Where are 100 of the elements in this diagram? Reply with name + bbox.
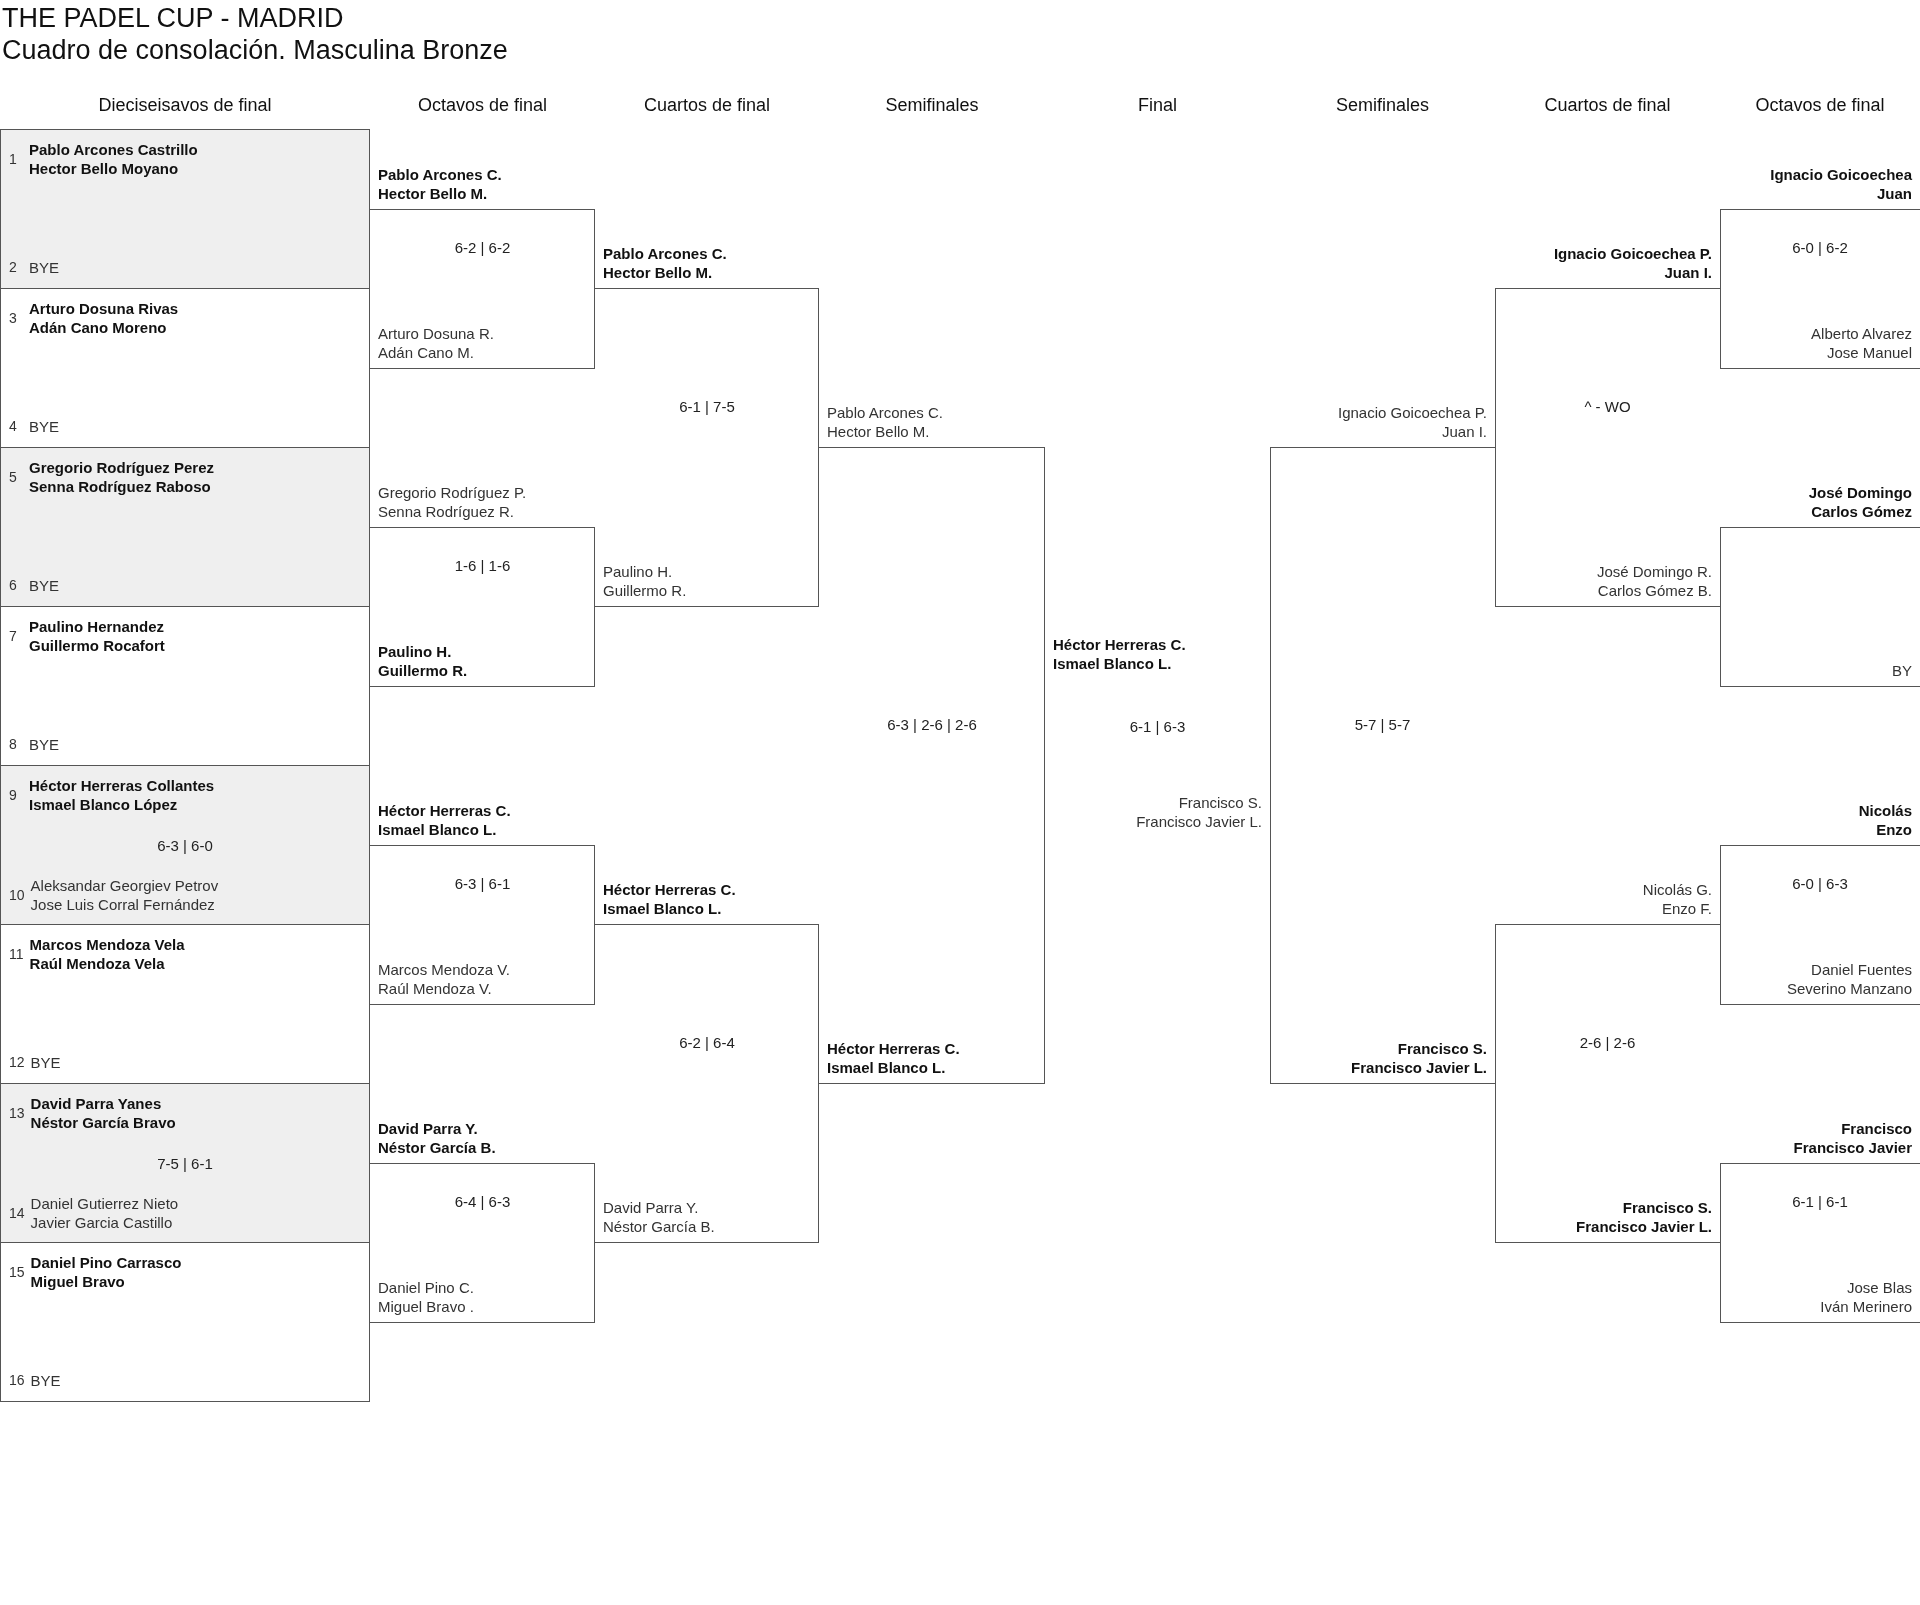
player-name: Adán Cano Moreno xyxy=(29,318,168,337)
player-name: Pablo Arcones C. xyxy=(603,244,727,263)
player-name: Paulino Hernandez xyxy=(29,617,165,636)
match-score: 6-1 | 6-3 xyxy=(1129,717,1186,736)
seed-number: 7 xyxy=(9,626,18,646)
title: THE PADEL CUP - MADRID xyxy=(2,2,344,34)
player-name: Juan I. xyxy=(1664,263,1712,282)
player-name: Aleksandar Georgiev Petrov xyxy=(30,876,219,895)
player-name: José Domingo xyxy=(1808,482,1912,502)
player-name: BYE xyxy=(29,576,59,595)
player-name: Héctor Herreras C. xyxy=(827,1039,960,1058)
column-header: Octavos de final xyxy=(417,94,548,116)
seed-number: 16 xyxy=(9,1371,25,1390)
match-score: 5-7 | 5-7 xyxy=(1354,715,1411,734)
player-name: Enzo F. xyxy=(1661,899,1712,918)
player-name: Jose Blas xyxy=(1846,1277,1912,1297)
player-name: Daniel Gutierrez Nieto xyxy=(30,1194,179,1213)
player-name: Paulino H. xyxy=(378,641,452,661)
seed-number: 9 xyxy=(9,785,18,805)
player-name: BY xyxy=(1892,660,1912,680)
player-name: David Parra Y. xyxy=(603,1198,699,1217)
column-header: Cuartos de final xyxy=(643,94,771,116)
match-score: 7-5 | 6-1 xyxy=(157,1153,213,1173)
player-name: BYE xyxy=(30,1053,61,1072)
player-name: BYE xyxy=(29,417,59,436)
match-score: 6-1 | 6-1 xyxy=(1792,1192,1848,1211)
seed-number: 4 xyxy=(9,417,18,436)
player-name: Ignacio Goicoechea P. xyxy=(1553,244,1712,263)
player-name: Marcos Mendoza V. xyxy=(378,959,510,979)
match-score: 6-2 | 6-4 xyxy=(679,1033,735,1052)
seed-number: 3 xyxy=(9,308,18,328)
player-name: Iván Merinero xyxy=(1820,1296,1912,1316)
player-name: Pablo Arcones C. xyxy=(378,164,502,184)
player-name: Juan xyxy=(1877,183,1912,203)
seed-number: 5 xyxy=(9,467,18,487)
player-name: David Parra Y. xyxy=(378,1118,478,1138)
draw-entry-box xyxy=(0,447,370,607)
player-name: Daniel Pino Carrasco xyxy=(30,1253,182,1272)
draw-entry-box xyxy=(0,606,370,766)
draw-entry-box xyxy=(0,129,370,289)
player-name: Guillermo R. xyxy=(603,581,687,600)
player-name: Raúl Mendoza V. xyxy=(378,978,492,998)
player-name: Marcos Mendoza Vela xyxy=(29,935,185,954)
player-name: Ismael Blanco L. xyxy=(378,819,497,839)
match-score: 6-2 | 6-2 xyxy=(454,238,511,257)
match-score: 6-3 | 2-6 | 2-6 xyxy=(887,715,977,734)
player-name: Ignacio Goicoechea xyxy=(1770,164,1912,184)
player-name: Gregorio Rodríguez Perez xyxy=(29,458,215,477)
player-name: Jose Luis Corral Fernández xyxy=(30,895,216,914)
column-header: Semifinales xyxy=(1335,94,1429,116)
seed-number: 12 xyxy=(9,1053,25,1072)
player-name: Francisco Javier L. xyxy=(1576,1217,1712,1236)
player-name: Javier Garcia Castillo xyxy=(30,1213,174,1232)
seed-number: 14 xyxy=(9,1203,25,1223)
player-name: Gregorio Rodríguez P. xyxy=(378,482,527,502)
player-name: Nicolás G. xyxy=(1642,880,1712,899)
player-name: Arturo Dosuna Rivas xyxy=(29,299,179,318)
column-header: Cuartos de final xyxy=(1544,94,1671,116)
player-name: Miguel Bravo . xyxy=(378,1296,474,1316)
player-name: Francisco xyxy=(1841,1118,1912,1138)
draw-entry-box xyxy=(0,1083,370,1243)
player-name: Francisco Javier L. xyxy=(1136,812,1262,831)
match-score: 6-3 | 6-1 xyxy=(454,874,511,893)
player-name: Severino Manzano xyxy=(1786,978,1912,998)
player-name: Héctor Herreras C. xyxy=(378,800,511,820)
player-name: Carlos Gómez B. xyxy=(1597,581,1712,600)
player-name: David Parra Yanes xyxy=(30,1094,163,1113)
seed-number: 10 xyxy=(9,885,25,905)
player-name: Hector Bello M. xyxy=(378,183,488,203)
player-name: Néstor García Bravo xyxy=(30,1113,176,1132)
player-name: Paulino H. xyxy=(603,562,673,581)
player-name: Enzo xyxy=(1876,819,1912,839)
player-name: Néstor García B. xyxy=(603,1217,715,1236)
seed-number: 6 xyxy=(9,576,18,595)
match-score: 6-3 | 6-0 xyxy=(157,835,213,855)
player-name: Hector Bello Moyano xyxy=(29,159,180,178)
match-score: 1-6 | 1-6 xyxy=(454,556,511,575)
player-name: Francisco Javier xyxy=(1793,1137,1912,1157)
seed-number: 2 xyxy=(9,258,18,277)
player-name: Ignacio Goicoechea P. xyxy=(1338,403,1487,422)
player-name: Francisco Javier L. xyxy=(1351,1058,1487,1077)
column-header: Octavos de final xyxy=(1755,94,1885,116)
column-header: Dieciseisavos de final xyxy=(98,94,272,116)
match-score: 2-6 | 2-6 xyxy=(1579,1033,1636,1052)
seed-number: 11 xyxy=(9,944,24,964)
player-name: Guillermo R. xyxy=(378,660,468,680)
player-name: Pablo Arcones Castrillo xyxy=(29,140,198,159)
player-name: BYE xyxy=(30,1371,61,1390)
player-name: Alberto Alvarez xyxy=(1811,323,1912,343)
player-name: Senna Rodríguez Raboso xyxy=(29,477,212,496)
player-name: Ismael Blanco L. xyxy=(603,899,722,918)
player-name: BYE xyxy=(29,258,59,277)
player-name: Ismael Blanco L. xyxy=(1053,654,1172,673)
player-name: Guillermo Rocafort xyxy=(29,636,165,655)
player-name: Raúl Mendoza Vela xyxy=(29,954,166,973)
match-score: ^ - WO xyxy=(1584,397,1631,416)
player-name: Nicolás xyxy=(1858,800,1912,820)
player-name: Daniel Pino C. xyxy=(378,1277,474,1297)
player-name: Juan I. xyxy=(1441,422,1487,441)
draw-entry-box xyxy=(0,924,370,1084)
